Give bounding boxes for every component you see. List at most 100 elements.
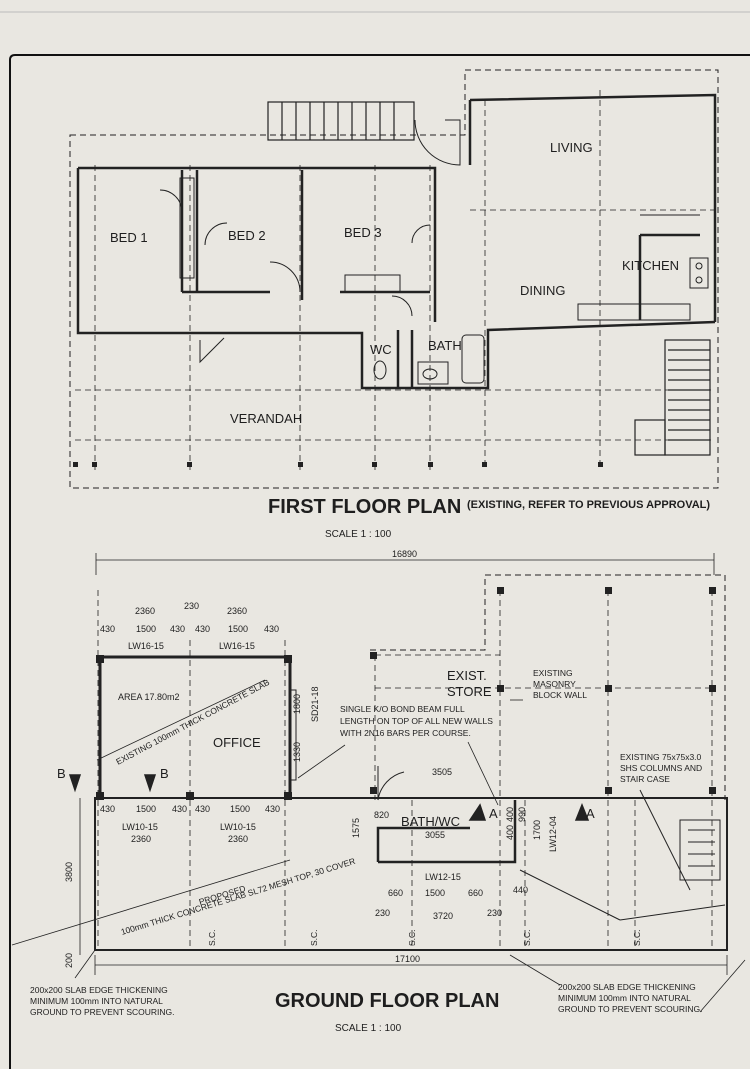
svg-text:660: 660 (388, 888, 403, 898)
room-bed3: BED 3 (344, 225, 382, 240)
svg-text:LW10-15: LW10-15 (122, 822, 158, 832)
svg-text:430: 430 (100, 804, 115, 814)
first-floor-room-labels: BED 1 BED 2 BED 3 LIVING KITCHEN DINING … (110, 140, 679, 426)
edge-note-right-1: 200x200 SLAB EDGE THICKENING (558, 982, 696, 992)
office-walls (98, 655, 292, 797)
svg-text:430: 430 (172, 804, 187, 814)
ground-floor-labels: 16890 2360 230 2360 430 1500 430 430 150… (30, 549, 703, 1034)
room-bed1: BED 1 (110, 230, 148, 245)
proposed-note: 100mm THICK CONCRETE SLAB SL72 MESH TOP,… (120, 856, 357, 937)
svg-text:230: 230 (375, 908, 390, 918)
first-floor-subtitle: (EXISTING, REFER TO PREVIOUS APPROVAL) (467, 499, 710, 511)
svg-text:440: 440 (513, 885, 528, 895)
svg-text:430: 430 (170, 624, 185, 634)
svg-text:S.C.: S.C. (207, 929, 217, 946)
room-bath: BATH (428, 338, 462, 353)
svg-text:LW12-15: LW12-15 (425, 872, 461, 882)
section-b-left: B (57, 766, 66, 781)
svg-text:3720: 3720 (433, 911, 453, 921)
svg-text:200: 200 (64, 953, 74, 968)
bond-beam-note-3: WITH 2N16 BARS PER COURSE. (340, 728, 471, 738)
edge-note-left-1: 200x200 SLAB EDGE THICKENING (30, 985, 168, 995)
first-floor-stair-top (267, 101, 415, 141)
ground-columns (96, 587, 716, 800)
edge-note-right-3: GROUND TO PREVENT SCOURING. (558, 1004, 703, 1014)
svg-text:1700: 1700 (532, 820, 542, 840)
store-label-2: STORE (447, 684, 492, 699)
svg-text:1500: 1500 (230, 804, 250, 814)
svg-text:430: 430 (100, 624, 115, 634)
room-bed2: BED 2 (228, 228, 266, 243)
svg-text:3505: 3505 (432, 767, 452, 777)
columns-note-3: STAIR CASE (620, 774, 670, 784)
svg-text:3055: 3055 (425, 830, 445, 840)
ground-floor-scale: SCALE 1 : 100 (335, 1023, 402, 1034)
room-living: LIVING (550, 140, 593, 155)
svg-text:820: 820 (374, 810, 389, 820)
bath-door (377, 771, 405, 801)
room-kitchen: KITCHEN (622, 258, 679, 273)
svg-text:3800: 3800 (64, 862, 74, 882)
svg-text:230: 230 (184, 601, 199, 611)
svg-text:2360: 2360 (135, 606, 155, 616)
svg-text:SD21-18: SD21-18 (310, 686, 320, 722)
bottom-dim: 17100 (395, 954, 420, 964)
first-floor-grid (75, 90, 715, 470)
masonry-label-2: MASONRY (533, 679, 576, 689)
room-wc: WC (370, 342, 392, 357)
edge-note-right-2: MINIMUM 100mm INTO NATURAL (558, 993, 691, 1003)
svg-text:400: 400 (505, 807, 515, 822)
svg-text:1500: 1500 (228, 624, 248, 634)
svg-text:1500: 1500 (136, 804, 156, 814)
office-area: AREA 17.80m2 (118, 692, 180, 702)
office-label: OFFICE (213, 735, 261, 750)
svg-text:400: 400 (505, 825, 515, 840)
svg-text:430: 430 (264, 624, 279, 634)
svg-text:2360: 2360 (131, 834, 151, 844)
masonry-label-1: EXISTING (533, 668, 573, 678)
first-floor-boundary (69, 69, 719, 489)
bond-beam-note-1: SINGLE K/O BOND BEAM FULL (340, 704, 465, 714)
svg-text:LW12-04: LW12-04 (548, 816, 558, 852)
overall-dim: 16890 (392, 549, 417, 559)
store-label-1: EXIST. (447, 668, 487, 683)
svg-text:1330: 1330 (292, 742, 302, 762)
proposed-leader (11, 859, 291, 946)
masonry-label-3: BLOCK WALL (533, 690, 587, 700)
svg-text:1500: 1500 (136, 624, 156, 634)
bond-beam-note-2: LENGTH ON TOP OF ALL NEW WALLS (340, 716, 493, 726)
room-dining: DINING (520, 283, 566, 298)
svg-text:1800: 1800 (292, 694, 302, 714)
sheet-border (9, 54, 750, 95)
svg-text:660: 660 (468, 888, 483, 898)
svg-text:S.C.: S.C. (522, 929, 532, 946)
section-a-left: A (489, 806, 498, 821)
bath-wc-walls (376, 800, 517, 864)
first-floor-columns (73, 462, 603, 467)
ground-stair (519, 789, 726, 921)
first-floor-title: FIRST FLOOR PLAN (268, 496, 461, 518)
first-floor-walls (76, 93, 717, 390)
office-window-side (289, 689, 297, 781)
svg-text:LW10-15: LW10-15 (220, 822, 256, 832)
svg-text:430: 430 (195, 804, 210, 814)
svg-text:LW16-15: LW16-15 (128, 641, 164, 651)
svg-text:S.C.: S.C. (309, 929, 319, 946)
ground-floor-plan (11, 553, 746, 1013)
svg-text:S.C.: S.C. (407, 929, 417, 946)
svg-text:S.C.: S.C. (632, 929, 642, 946)
svg-text:990: 990 (517, 807, 527, 822)
first-floor-fixtures (179, 177, 709, 385)
svg-text:1575: 1575 (351, 818, 361, 838)
existing-slab-note: EXISTING 100mm THICK CONCRETE SLAB (114, 677, 271, 767)
svg-text:2360: 2360 (227, 606, 247, 616)
svg-text:430: 430 (265, 804, 280, 814)
first-floor-scale: SCALE 1 : 100 (325, 529, 392, 540)
ground-floor-title: GROUND FLOOR PLAN (275, 990, 499, 1012)
first-floor-stair-right (634, 339, 711, 456)
section-a-right: A (586, 806, 595, 821)
first-floor-plan (69, 69, 719, 489)
svg-text:230: 230 (487, 908, 502, 918)
section-b-right: B (160, 766, 169, 781)
